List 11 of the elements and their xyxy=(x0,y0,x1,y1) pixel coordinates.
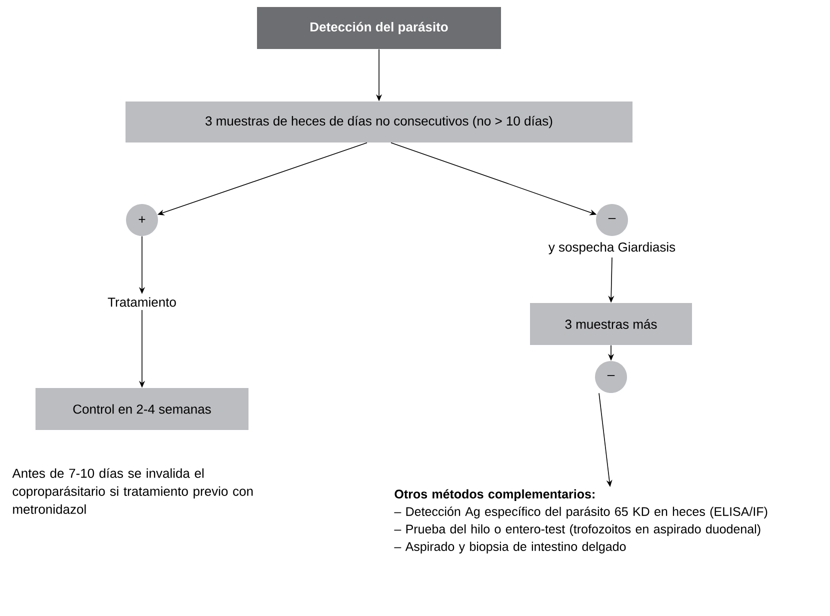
list-heading: Otros métodos complementarios: xyxy=(394,489,594,501)
process-box: 3 muestras de heces de días no consecutivos (no > 10 días) xyxy=(126,102,632,142)
process-box: 3 muestras más xyxy=(530,303,692,345)
process-box: Control en 2-4 semanas xyxy=(36,388,248,430)
list-item: – Prueba del hilo o entero-test (trofozoitos en aspirado duodenal) xyxy=(394,524,760,536)
step-text: Tratamiento xyxy=(108,297,176,307)
list-item: – Detección Ag específico del parásito 65 KD en heces (ELISA/IF) xyxy=(394,506,768,518)
beside-text: y sospecha Giardiasis xyxy=(548,242,676,254)
note-text: Antes de 7-10 días se invalida el coproparásitario si tratamiento previo con metronidazol xyxy=(12,468,253,514)
heading-box: Detección del parásito xyxy=(257,7,501,49)
list-item: – Aspirado y biopsia de intestino delgado xyxy=(394,542,626,554)
